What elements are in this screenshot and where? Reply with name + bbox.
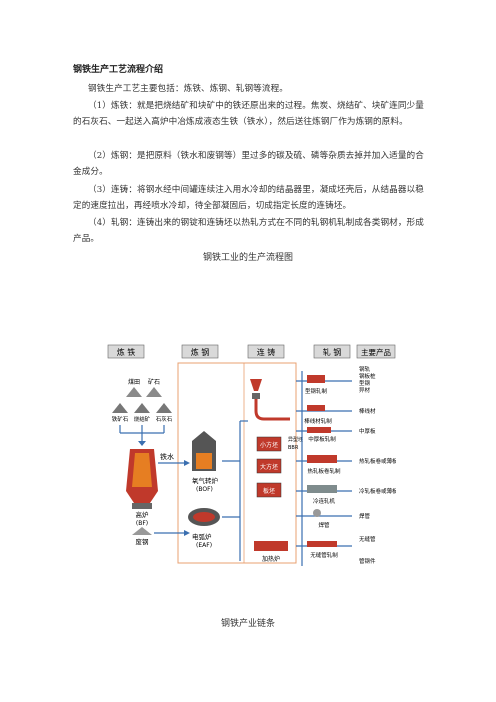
paragraph-ironmaking: （1）炼铁：就是把烧结矿和块矿中的铁还原出来的过程。焦炭、烧结矿、块矿连同少量的…	[73, 101, 424, 127]
label-cold-mill: 冷连轧机	[313, 497, 336, 505]
diagram-headers: 炼 铁 炼 钢 连 铸 轧 钢 主要产品	[107, 344, 396, 359]
label-bof: 氧气转炉	[192, 476, 219, 485]
label-limestone: 石灰石	[156, 415, 173, 423]
rolling-lines: 型钢轧制 棒线材轧制 中厚板轧制 热轧板卷轧制 冷连轧机 焊管 无缝管轧制	[296, 371, 352, 566]
label-bloom: 大方坯	[260, 463, 278, 471]
product-plate: 中厚板	[359, 427, 376, 435]
paragraph-casting: （3）连铸：将钢水经中间罐连续注入用水冷却的结晶器里，凝成坯壳后，从结晶器以稳定…	[73, 185, 424, 211]
label-beam-blank-abbr: BBR	[288, 445, 299, 451]
label-seamless-mill: 无缝管轧制	[310, 551, 338, 559]
label-eaf-abbr: (EAF)	[196, 542, 212, 549]
paragraph-steelmaking: （2）炼钢：是把原料（铁水和废钢等）里过多的碳及硫、磷等杂质去掉并加入适量的合金…	[73, 151, 424, 177]
label-coal: 煤田	[128, 378, 140, 386]
label-hot-strip: 热轧板卷轧制	[307, 467, 341, 475]
label-plate-mill: 中厚板轧制	[308, 435, 336, 443]
product-bar-wire: 棒线材	[359, 407, 376, 415]
steelmaking-units: 氧气转炉 (BOF) 电弧炉 (EAF)	[188, 420, 248, 561]
steel-process-diagram: 炼 铁 炼 钢 连 铸 轧 钢 主要产品 煤田 矿石 铁矿石 烧结矿 石灰石	[107, 344, 396, 566]
product-cold-coil: 冷轧板卷或薄板	[359, 487, 396, 495]
blast-furnace: 铁水 高炉 (BF) 废钢	[126, 449, 190, 546]
label-eaf: 电弧炉	[192, 532, 212, 541]
product-rail: 钢轨	[359, 365, 371, 373]
paragraph-intro: 钢铁生产工艺主要包括：炼铁、炼钢、轧钢等流程。	[88, 84, 288, 94]
product-pipe-fittings: 管钢件	[359, 557, 376, 565]
label-welded-pipe: 焊管	[318, 521, 330, 529]
products-list: 钢轨 钢板桩 型钢 异材 棒线材 中厚板 热轧板卷或薄板 冷轧板卷或薄板 焊管 …	[359, 365, 396, 565]
label-reheat-furnace: 加热炉	[262, 555, 280, 563]
paragraph-rolling: （4）轧钢：连铸出来的钢锭和连铸坯以热轧方式在不同的轧钢机轧制成各类钢材，形成产…	[73, 218, 424, 244]
product-sections: 型钢	[359, 379, 371, 387]
header-casting: 连 铸	[257, 347, 276, 357]
caption-industry-chain: 钢铁产业链条	[220, 619, 275, 629]
label-bof-abbr: (BOF)	[196, 486, 213, 493]
label-blast-furnace: 高炉	[136, 510, 150, 519]
label-bf-abbr: (BF)	[136, 520, 148, 527]
document-title: 钢铁生产工艺流程介绍	[73, 65, 164, 75]
product-sheet-pile: 钢板桩	[359, 372, 376, 380]
casting-units: 小方坯 异型坯 BBR 大方坯 板坯 加热炉	[250, 379, 303, 563]
label-beam-blank: 异型坯	[288, 436, 303, 443]
caption-process-chart: 钢铁工业的生产流程图	[202, 253, 293, 263]
label-billet: 小方坯	[260, 441, 278, 449]
product-welded-pipe: 焊管	[359, 512, 371, 520]
header-rolling: 轧 钢	[323, 347, 342, 357]
header-products: 主要产品	[361, 347, 391, 357]
label-sinter: 烧结矿	[134, 415, 151, 423]
product-special: 异材	[359, 386, 371, 394]
label-hot-metal: 铁水	[160, 452, 174, 461]
label-section-mill: 型钢轧制	[305, 387, 328, 395]
product-seamless-pipe: 无缝管	[359, 535, 376, 543]
header-steelmaking: 炼 钢	[191, 347, 210, 357]
raw-materials: 煤田 矿石 铁矿石 烧结矿 石灰石	[112, 378, 173, 446]
label-iron-ore: 铁矿石	[112, 415, 129, 423]
label-wire-mill: 棒线材轧制	[304, 417, 332, 425]
label-scrap: 废钢	[136, 537, 150, 546]
header-ironmaking: 炼 铁	[117, 347, 136, 357]
label-ore: 矿石	[148, 378, 160, 386]
label-slab: 板坯	[263, 487, 275, 495]
product-hot-coil: 热轧板卷或薄板	[359, 457, 396, 465]
